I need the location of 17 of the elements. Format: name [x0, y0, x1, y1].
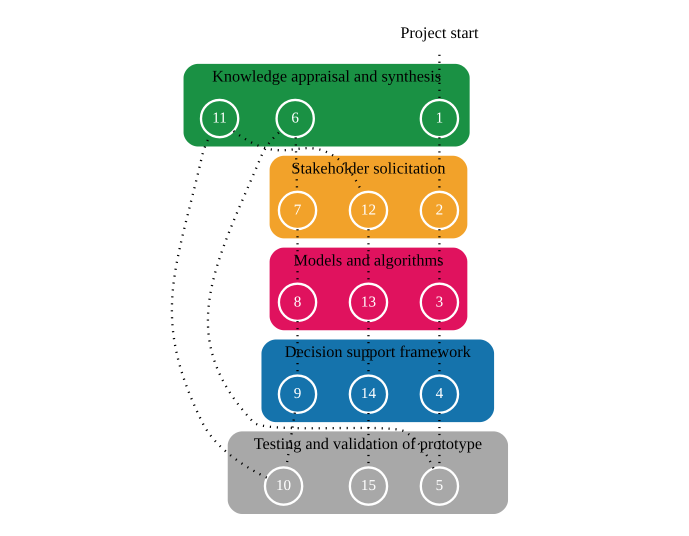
node-circle: 8 [278, 282, 318, 322]
node-circle: 5 [420, 466, 460, 506]
node-circle: 9 [278, 374, 318, 414]
node-circle: 15 [348, 466, 388, 506]
node-circle: 1 [420, 98, 460, 138]
node-circle: 14 [348, 374, 388, 414]
node-circle: 10 [264, 466, 304, 506]
connector [206, 130, 434, 469]
node-circle: 3 [420, 282, 460, 322]
node-text: Project start [400, 22, 478, 42]
node-circle: 7 [278, 190, 318, 230]
node-circle: 4 [420, 374, 460, 414]
node-circle: 12 [348, 190, 388, 230]
node-circle: 6 [275, 98, 315, 138]
node-circle: 13 [348, 282, 388, 322]
node-circle: 2 [420, 190, 460, 230]
node-circle: 11 [200, 98, 240, 138]
